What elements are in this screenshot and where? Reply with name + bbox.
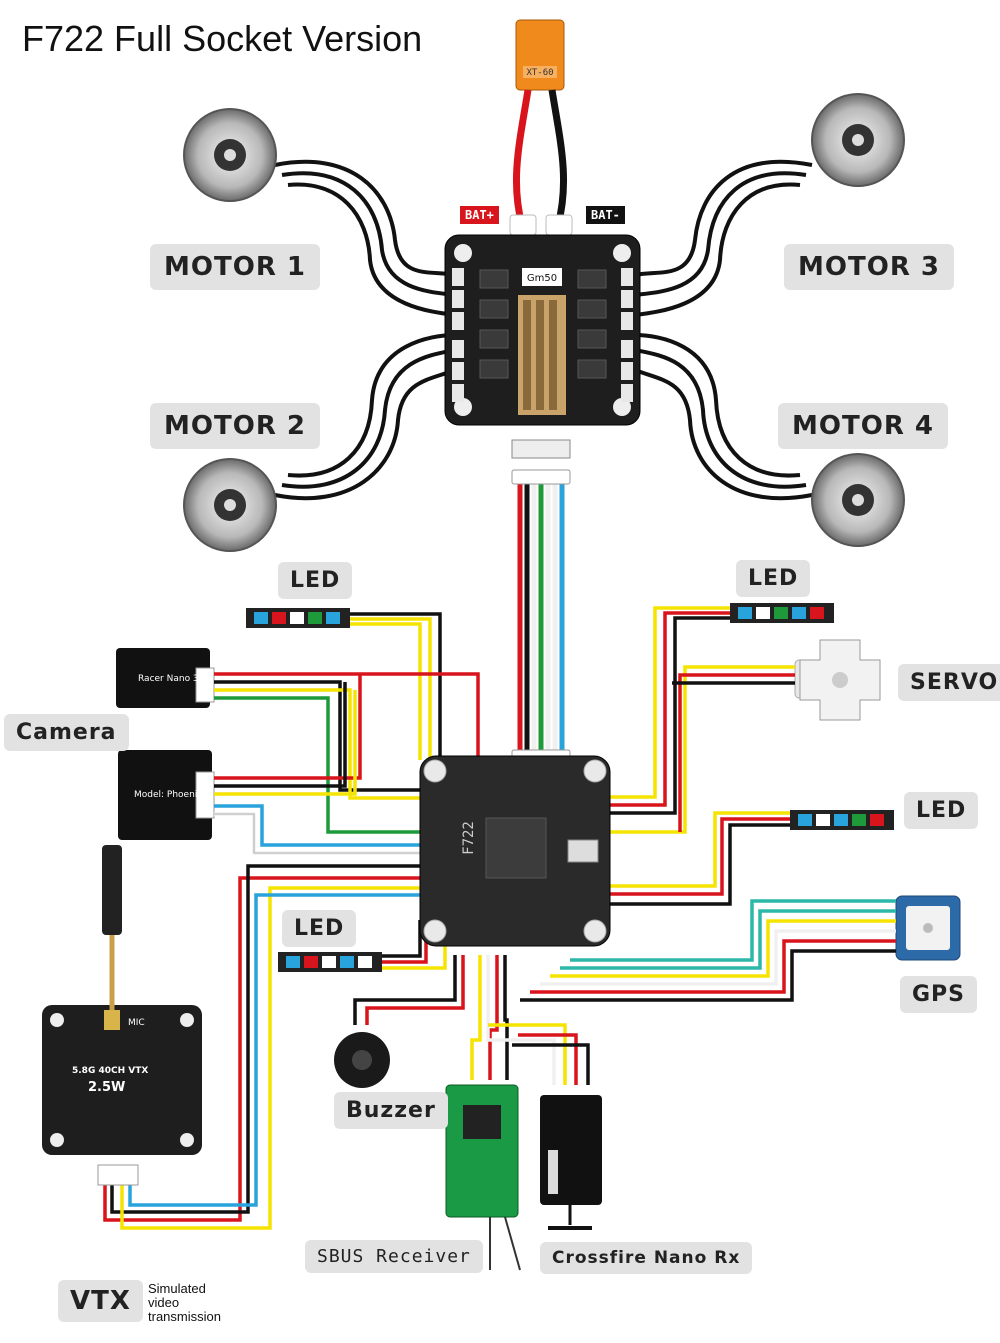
- led-bottom-left-label: LED: [282, 910, 357, 947]
- vtx-note-line-2: video: [148, 1295, 180, 1310]
- vtx-module: [42, 1005, 202, 1186]
- led-top-right-label: LED: [736, 560, 811, 597]
- flight-controller: [419, 755, 611, 947]
- led-strip-icon: [278, 952, 382, 972]
- led-strip-icon: [730, 603, 834, 623]
- sbus-receiver: [445, 1084, 521, 1271]
- xt60-connector-icon: XT-60: [515, 19, 565, 91]
- camera-label: Camera: [4, 714, 129, 751]
- page-title: F722 Full Socket Version: [22, 18, 423, 59]
- motor-4-label: MOTOR 4: [778, 403, 948, 449]
- crossfire-label: Crossfire Nano Rx: [540, 1242, 753, 1274]
- vtx-mic: MIC: [128, 1018, 145, 1028]
- servo-label: SERVO: [898, 664, 1000, 701]
- camera2-model: Model: Phoenix 2: [134, 790, 212, 800]
- motor-icon: [811, 93, 905, 187]
- camera-phoenix-2: [118, 750, 215, 840]
- gps-module-icon: [895, 895, 961, 961]
- led-strip-icon: [246, 608, 350, 628]
- battery-negative-label: BAT-: [586, 206, 625, 224]
- battery-positive-label: BAT+: [460, 206, 499, 224]
- led-strip-icon: [790, 810, 894, 830]
- vtx-line2: 2.5W: [88, 1080, 126, 1095]
- led-top-left-label: LED: [278, 562, 353, 599]
- motor-1-label: MOTOR 1: [150, 244, 320, 290]
- sbus-receiver-label: SBUS Receiver: [305, 1240, 483, 1273]
- antenna-icon: [102, 845, 122, 1030]
- esc-cap-label: Gm50: [527, 273, 557, 284]
- camera1-model: Racer Nano 3: [138, 674, 199, 684]
- led-mid-right-label: LED: [904, 792, 979, 829]
- vtx-note-line-1: Simulated: [148, 1281, 206, 1296]
- xt60-label: XT-60: [526, 68, 553, 78]
- vtx-note-line-3: transmission: [148, 1309, 221, 1324]
- esc-board: Gm50: [444, 234, 641, 426]
- camera-racer-nano-3: [116, 648, 215, 708]
- motor-2-label: MOTOR 2: [150, 403, 320, 449]
- motor-icon: [811, 453, 905, 547]
- gps-label: GPS: [900, 976, 978, 1013]
- fc-name: F722: [460, 821, 477, 855]
- servo-icon: [794, 639, 881, 721]
- motor-3-label: MOTOR 3: [784, 244, 954, 290]
- buzzer-label: Buzzer: [334, 1092, 448, 1129]
- motor-icon: [183, 108, 277, 202]
- buzzer-icon: [334, 1032, 390, 1088]
- vtx-note: Simulated video transmission: [148, 1282, 221, 1324]
- vtx-line1: 5.8G 40CH VTX: [72, 1066, 149, 1076]
- crossfire-receiver: [540, 1095, 602, 1230]
- vtx-label: VTX: [58, 1280, 143, 1322]
- motor-icon: [183, 458, 277, 552]
